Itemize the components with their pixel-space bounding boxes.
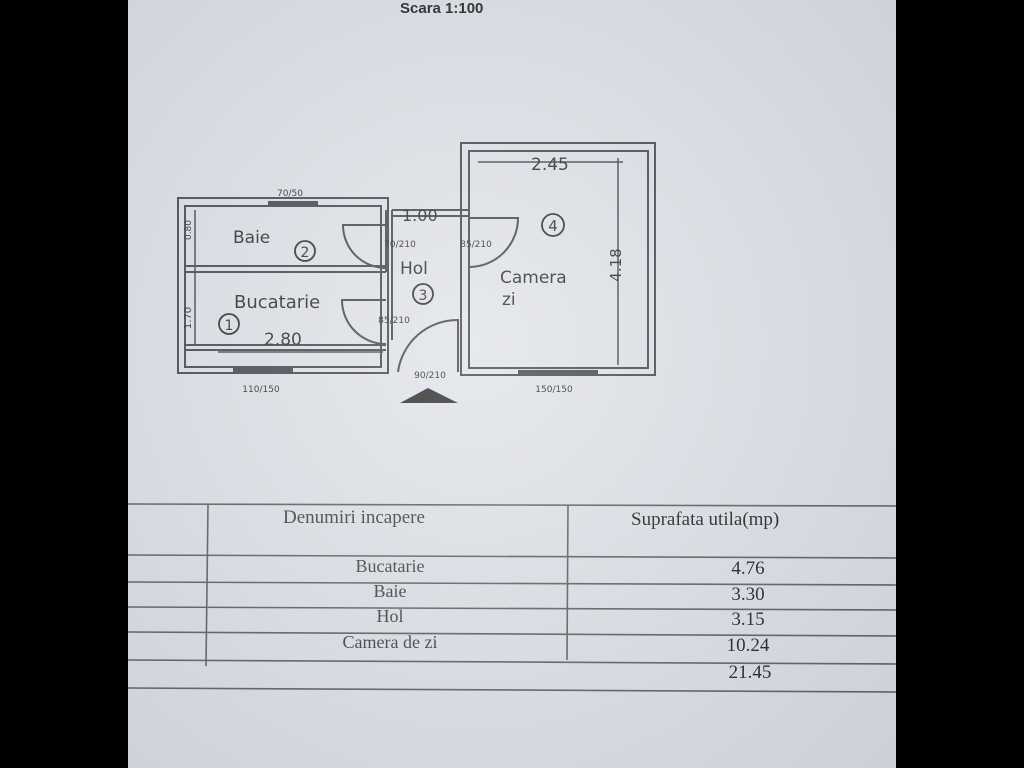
door-baie-label: 70/210 bbox=[384, 240, 416, 250]
table-row-area: 3.15 bbox=[731, 609, 765, 630]
room-2-number: 2 bbox=[301, 245, 310, 261]
left-block-wall bbox=[177, 197, 389, 374]
room-2-marker bbox=[294, 240, 316, 262]
room-4-marker bbox=[541, 213, 565, 237]
room-3-marker bbox=[412, 283, 434, 305]
camera-width-dim: 2.45 bbox=[531, 155, 569, 175]
room-3-label: Hol bbox=[400, 259, 428, 279]
table-row-name: Hol bbox=[376, 606, 404, 626]
table-header-name: Denumiri incapere bbox=[283, 507, 425, 528]
room-4-label-line2: zi bbox=[502, 290, 516, 310]
room-1-number: 1 bbox=[225, 318, 234, 334]
camera-height-dim: 4.18 bbox=[607, 248, 625, 281]
door-entrance-swing bbox=[397, 318, 459, 373]
table-row-area: 3.30 bbox=[731, 584, 765, 605]
entrance-arrow-icon bbox=[400, 388, 458, 403]
table-header-area: Suprafata utila(mp) bbox=[631, 509, 780, 530]
room-4-number: 4 bbox=[548, 217, 558, 235]
door-bucatarie-label: 85/210 bbox=[378, 316, 410, 326]
door-camera-label: 85/210 bbox=[460, 240, 492, 250]
table-line-bottom bbox=[128, 687, 896, 693]
right-block-wall bbox=[460, 142, 656, 376]
room-1-label: Bucatarie bbox=[234, 292, 320, 313]
door-entrance-label: 90/210 bbox=[414, 371, 446, 381]
table-total-area: 21.45 bbox=[728, 662, 772, 683]
table-row-area: 4.76 bbox=[731, 558, 765, 579]
window-bucatarie-label: 110/150 bbox=[242, 385, 280, 395]
window-camera-label: 150/150 bbox=[535, 385, 573, 395]
hol-width-dim: 1.00 bbox=[402, 206, 438, 225]
room-3-number: 3 bbox=[419, 288, 428, 304]
window-baie-label: 70/50 bbox=[277, 189, 303, 199]
table-row-name: Camera de zi bbox=[342, 632, 438, 652]
kitchen-height-dim: 1.70 bbox=[183, 307, 194, 329]
room-4-label-line1: Camera bbox=[500, 268, 567, 288]
door-bucatarie-swing bbox=[340, 299, 387, 345]
floor-plan: 1 2 3 4 Baie Bucatarie Hol Camera zi 2.4… bbox=[128, 142, 896, 693]
scale-title: Scara 1:100 bbox=[400, 0, 484, 17]
table-row-name: Bucatarie bbox=[355, 556, 425, 576]
door-baie-swing bbox=[341, 224, 387, 269]
room-2-label: Baie bbox=[233, 228, 270, 248]
scanned-document: Scara 1:100 bbox=[128, 0, 896, 768]
table-col-left bbox=[205, 504, 209, 667]
table-line-top bbox=[128, 503, 896, 507]
table-row-area: 10.24 bbox=[726, 635, 770, 656]
table-col-mid bbox=[566, 504, 569, 661]
table-row-name: Baie bbox=[373, 581, 407, 601]
kitchen-width-dim: 2.80 bbox=[264, 330, 302, 350]
room-1-marker bbox=[218, 313, 240, 335]
door-camera-swing bbox=[468, 217, 520, 268]
left-block-inner-wall bbox=[184, 205, 382, 368]
baie-height-dim: 0.80 bbox=[184, 220, 194, 240]
